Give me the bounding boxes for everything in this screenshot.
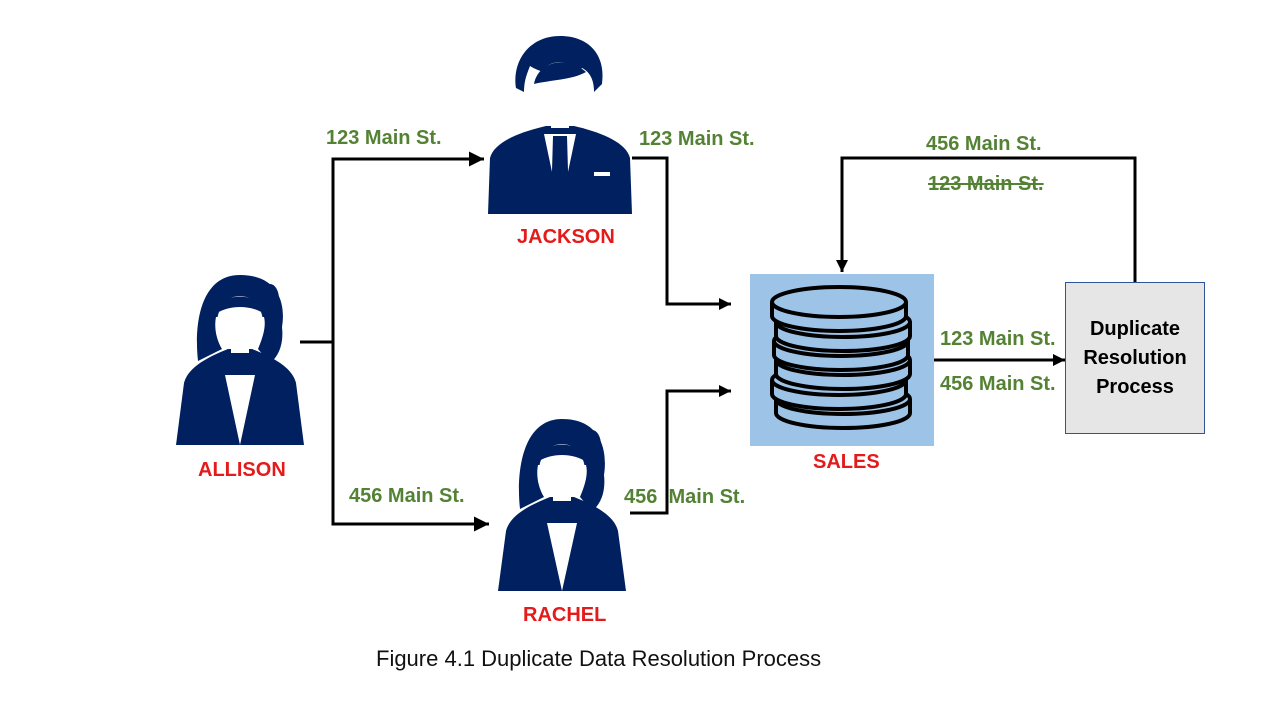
duplicate-resolution-process-box: Duplicate Resolution Process (1065, 282, 1205, 434)
edge-label-allison-to-jackson: 123 Main St. (326, 127, 442, 149)
allison-person-icon (176, 275, 304, 445)
edge-label-removed-address: 123 Main St. (928, 173, 1044, 195)
edge-label-allison-to-rachel: 456 Main St. (349, 485, 465, 507)
rachel-person-icon (498, 419, 626, 591)
edge-label-jackson-to-sales: 123 Main St. (639, 128, 755, 150)
rachel-label: RACHEL (523, 604, 607, 626)
connectors (300, 151, 1137, 532)
connector-jackson-to-sales (632, 156, 731, 310)
figure-caption: Figure 4.1 Duplicate Data Resolution Pro… (376, 646, 822, 671)
connector-process-to-sales (836, 156, 1137, 282)
edge-label-sales-to-process-456: 456 Main St. (940, 373, 1056, 395)
sales-label: SALES (813, 451, 880, 473)
jackson-person-icon (488, 36, 632, 214)
edge-label-sales-to-process-123: 123 Main St. (940, 328, 1056, 350)
process-label: Duplicate Resolution Process (1083, 317, 1187, 398)
jackson-label: JACKSON (517, 226, 615, 248)
allison-label: ALLISON (198, 459, 286, 481)
connector-allison-to-jackson (331, 151, 484, 342)
edge-label-rachel-to-sales: 456 Main St. (624, 486, 746, 508)
connector-rachel-to-sales (630, 385, 731, 515)
edge-label-resolved-address: 456 Main St. (926, 133, 1042, 155)
connector-allison-to-rachel (331, 342, 489, 532)
sales-database-icon (750, 274, 934, 446)
